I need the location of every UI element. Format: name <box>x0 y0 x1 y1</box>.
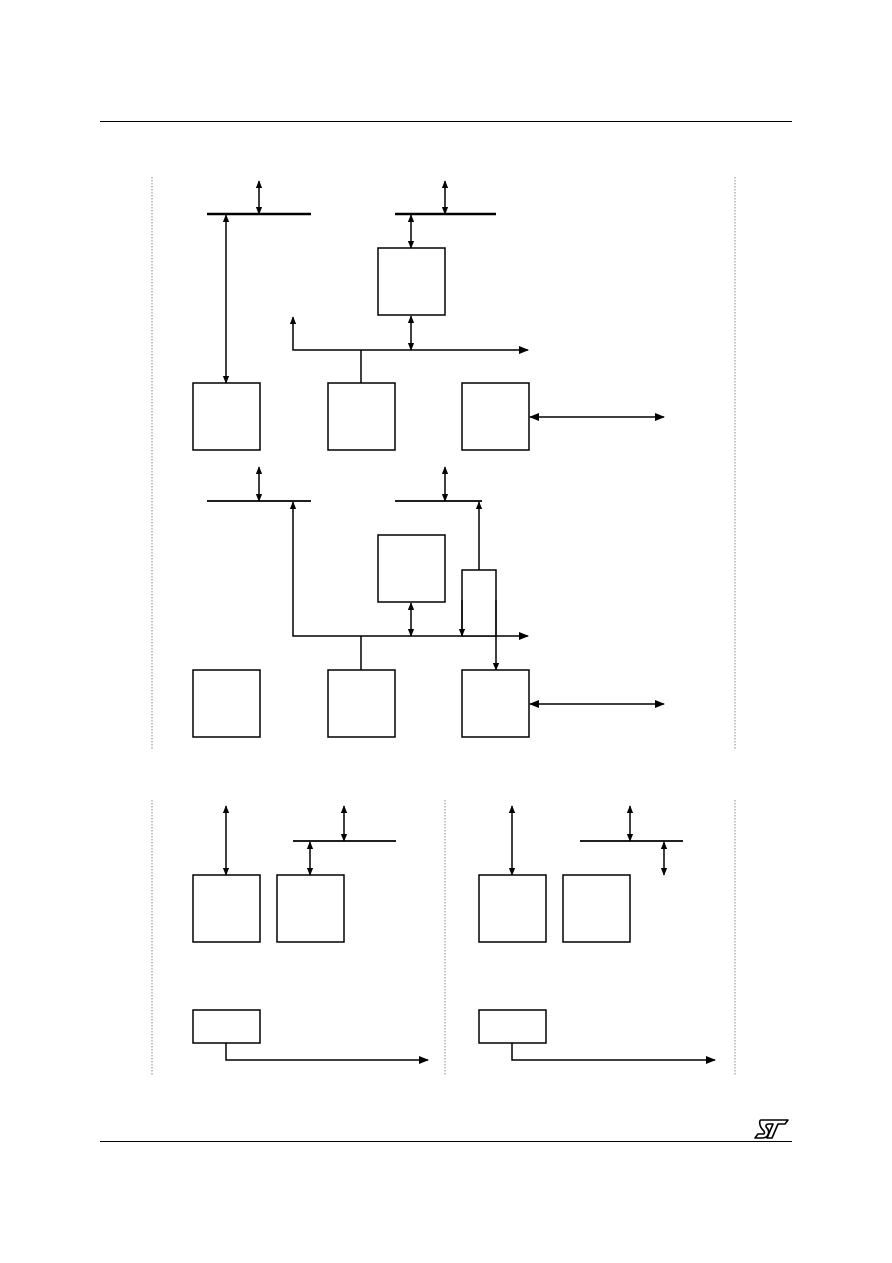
block-b2 <box>327 669 396 738</box>
block-ll1 <box>192 874 261 943</box>
upper-section-b <box>192 466 665 738</box>
panel-lower-left <box>192 805 429 1064</box>
block-ll3 <box>192 1009 261 1044</box>
upper-section-a <box>192 180 665 451</box>
block-ll2 <box>276 874 345 943</box>
block-a1 <box>192 382 261 451</box>
block-lr3 <box>478 1009 547 1044</box>
footer-rule <box>100 1141 792 1142</box>
arrow-ll3-out <box>225 1043 429 1064</box>
block-b1 <box>192 669 261 738</box>
panel-upper-frame <box>151 177 736 750</box>
block-a3 <box>461 382 530 451</box>
panel-lower-left-frame <box>151 800 446 1076</box>
header-rule <box>100 121 792 122</box>
panel-lower-right <box>478 805 716 1064</box>
block-a2 <box>327 382 396 451</box>
block-b3 <box>461 669 530 738</box>
st-logo-icon <box>754 1119 789 1139</box>
block-a-top <box>377 247 446 316</box>
block-b-latch <box>461 569 497 637</box>
block-lr2 <box>562 874 631 943</box>
block-b-top <box>377 534 446 603</box>
line-a-dist <box>289 316 529 354</box>
block-lr1 <box>478 874 547 943</box>
arrow-lr3-out <box>511 1043 716 1064</box>
line-b-dist <box>289 501 529 640</box>
